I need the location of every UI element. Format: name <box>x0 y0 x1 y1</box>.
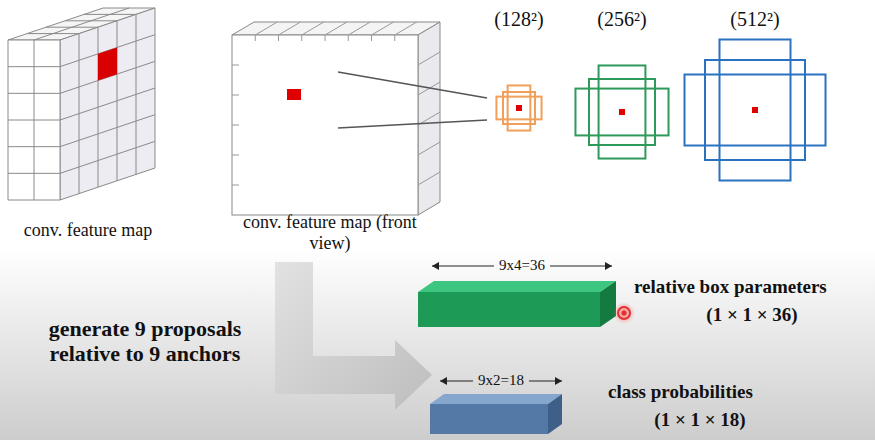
map-side-face <box>418 22 440 215</box>
map-tick <box>232 185 239 186</box>
map-tick <box>255 22 277 35</box>
pointer-glow <box>613 302 635 324</box>
anchor-group: (256²) <box>570 5 675 165</box>
tensor-front <box>418 292 600 327</box>
flow-arrow <box>275 262 432 410</box>
dimension-lines <box>432 262 612 385</box>
map-tick <box>232 155 239 156</box>
dimension-label: 9x2=18 <box>478 372 524 389</box>
anchor-box <box>720 40 791 181</box>
pointer-dot <box>622 311 627 316</box>
tensor-side <box>600 281 616 327</box>
cube-grid-line <box>34 8 129 40</box>
dimension-line <box>432 265 494 266</box>
sliding-window-cell <box>287 89 301 100</box>
dimension-line <box>550 265 612 266</box>
tensor-top <box>430 394 562 404</box>
anchor-boxes <box>496 40 825 181</box>
class-prob-tensor <box>430 394 562 434</box>
tensor-shape: (1 × 1 × 18) <box>654 409 745 431</box>
anchor-group: (128²) <box>490 5 550 135</box>
cube-grid-line <box>60 115 155 147</box>
map-tick <box>348 22 370 35</box>
tensor-front <box>430 404 548 434</box>
map-tick <box>302 22 324 35</box>
cube-grid-line <box>27 33 79 34</box>
output-tensor: 9x2=18 class probabilities (1 × 1 × 18) <box>425 370 825 438</box>
feature-map-front: conv. feature map (front view) <box>225 15 445 255</box>
pointer-mark <box>613 302 635 324</box>
dimension-arrowhead <box>605 262 612 270</box>
anchor-scale: (128²) <box>494 8 543 31</box>
map-tick <box>372 22 394 35</box>
map-tick <box>395 22 417 35</box>
anchor-box <box>496 97 541 120</box>
box-param-tensor <box>418 281 616 327</box>
map-tick <box>301 35 302 41</box>
anchor-box <box>575 89 668 136</box>
cube-grid-line <box>8 66 60 67</box>
map-top-face <box>232 22 440 35</box>
cube-side-face <box>60 8 155 200</box>
output-tensor: 9x4=36 relative box parameters (1 × 1 × 36… <box>415 255 870 330</box>
cube-grid-line <box>8 146 60 147</box>
ground-band <box>0 248 875 440</box>
map-tick <box>394 35 395 41</box>
cube-grid-line <box>8 173 60 174</box>
step-caption: generate 9 proposals relative to 9 ancho… <box>23 316 268 367</box>
red-cell <box>98 47 117 80</box>
map-label: conv. feature map <box>24 220 152 241</box>
anchor-box <box>685 75 826 146</box>
feature-map-cube <box>8 8 155 200</box>
anchor-group: (512²) <box>680 5 830 185</box>
cube-grid-line <box>60 141 155 173</box>
map-tick <box>418 172 440 185</box>
cube-grid-line <box>60 88 155 120</box>
front-view-map <box>232 22 440 215</box>
cube-grid-line <box>84 14 136 15</box>
map-tick <box>418 52 440 65</box>
feature-map: conv. feature map <box>0 0 175 250</box>
tensor-label: relative box parameters <box>634 276 827 298</box>
cube-grid-line <box>8 120 60 121</box>
anchor-box <box>599 65 646 158</box>
cube-grid-line <box>8 93 60 94</box>
map-tick <box>279 22 301 35</box>
pointer-ring <box>618 307 630 319</box>
map-tick <box>418 142 440 155</box>
map-tick <box>255 35 256 41</box>
map-tick <box>371 35 372 41</box>
zoom-line <box>338 120 487 128</box>
anchor-center <box>752 107 758 113</box>
tensor-shape: (1 × 1 × 36) <box>706 304 797 326</box>
tensor-side <box>548 394 562 434</box>
cube-grid-line <box>65 20 117 21</box>
anchor-scale: (256²) <box>597 8 646 31</box>
map-tick <box>348 35 349 41</box>
anchor-box <box>508 85 531 130</box>
map-tick <box>232 65 239 66</box>
tensor-label: class probabilities <box>608 381 753 403</box>
map-tick <box>325 22 347 35</box>
map-tick <box>232 125 239 126</box>
tensor-top <box>418 281 616 292</box>
dimension-arrowhead <box>555 377 562 385</box>
dimension-arrowhead <box>440 377 447 385</box>
cube-grid-line <box>46 27 98 28</box>
map-tick <box>278 35 279 41</box>
dimension-label: 9x4=36 <box>499 257 545 274</box>
anchor-center <box>619 109 625 115</box>
cube-front-face <box>8 40 60 200</box>
anchor-center <box>516 105 522 111</box>
anchor-scale: (512²) <box>730 8 779 31</box>
dimension-arrowhead <box>432 262 439 270</box>
zoom-line <box>338 72 487 98</box>
map-label: conv. feature map (front view) <box>240 212 420 253</box>
map-tick <box>232 95 239 96</box>
map-tick <box>325 35 326 41</box>
